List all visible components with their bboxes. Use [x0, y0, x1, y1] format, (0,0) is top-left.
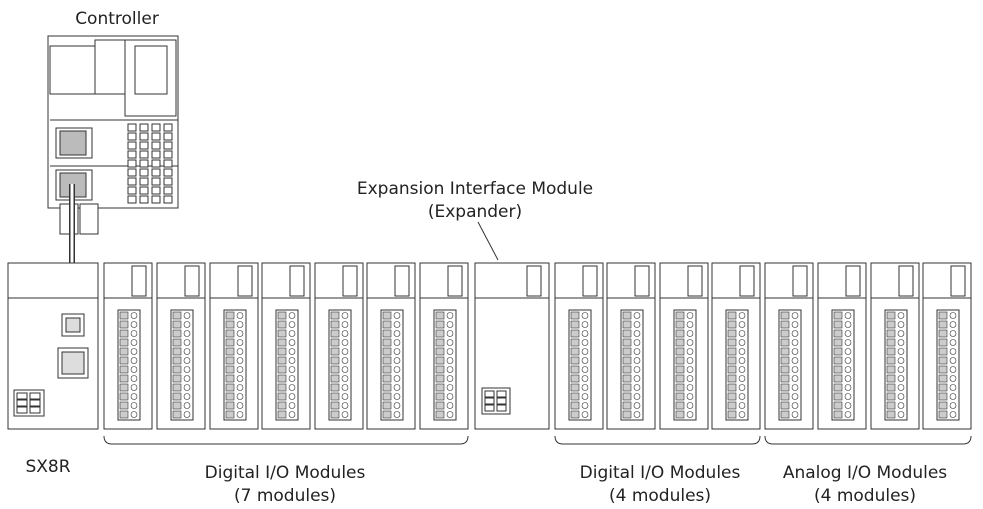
analog-io-module-3	[870, 262, 920, 430]
digital-io-module-a-3	[209, 262, 259, 430]
digital-io-module-b-3	[659, 262, 709, 430]
analog-io-module-4	[922, 262, 972, 430]
expander-label-line2: (Expander)	[427, 202, 523, 222]
group-3-label-line2: (4 modules)	[813, 486, 917, 506]
group-2-bracket	[554, 435, 761, 445]
group-2-label-line2: (4 modules)	[608, 486, 712, 506]
expander-label-line1: Expansion Interface Module	[356, 179, 594, 199]
group-1-label-line1: Digital I/O Modules	[204, 463, 366, 483]
controller-unit	[47, 35, 179, 235]
group-1-label-line2: (7 modules)	[233, 486, 337, 506]
expander-pointer-line	[477, 221, 499, 261]
digital-io-module-a-2	[156, 262, 206, 430]
analog-io-module-2	[817, 262, 867, 430]
digital-io-module-b-1	[554, 262, 604, 430]
digital-io-module-a-6	[366, 262, 416, 430]
group-2-label-line1: Digital I/O Modules	[579, 463, 741, 483]
digital-io-module-a-5	[314, 262, 364, 430]
group-3-bracket	[764, 435, 972, 445]
digital-io-module-b-4	[711, 262, 761, 430]
digital-io-module-b-2	[606, 262, 656, 430]
digital-io-module-a-4	[261, 262, 311, 430]
analog-io-module-1	[764, 262, 814, 430]
expander-module	[474, 262, 550, 430]
digital-io-module-a-7	[419, 262, 469, 430]
group-1-bracket	[103, 435, 469, 445]
controller-label: Controller	[75, 9, 159, 29]
sx8r-label: SX8R	[25, 457, 71, 477]
group-3-label-line1: Analog I/O Modules	[782, 463, 948, 483]
digital-io-module-a-1	[103, 262, 153, 430]
sx8r-unit	[7, 262, 99, 430]
